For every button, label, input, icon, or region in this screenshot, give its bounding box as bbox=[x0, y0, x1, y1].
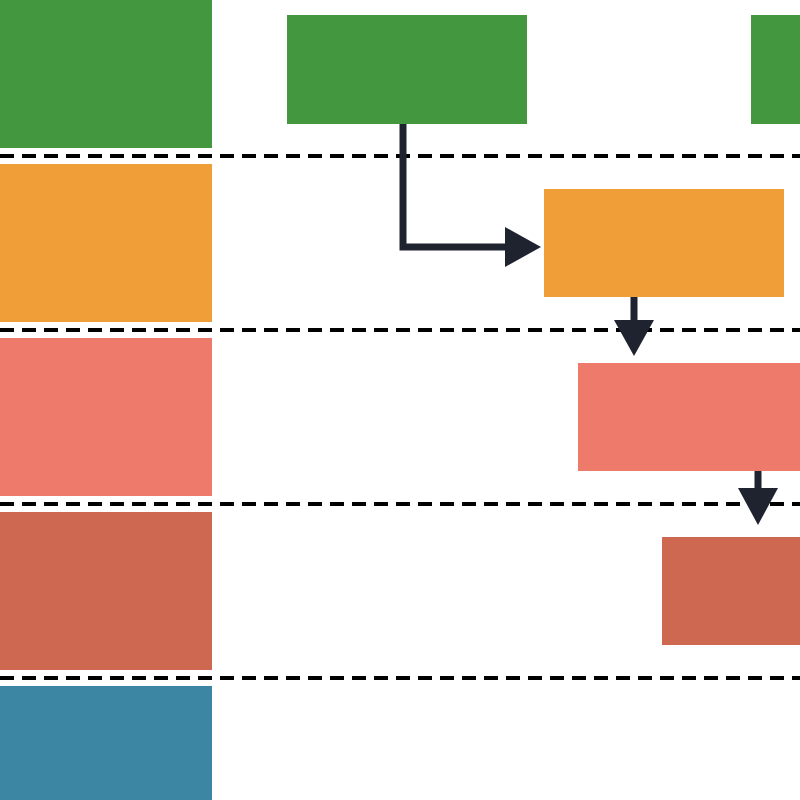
connector-d-to-e bbox=[738, 471, 778, 525]
lane-header-2 bbox=[0, 164, 212, 322]
process-node-e[interactable] bbox=[662, 537, 800, 645]
process-node-a[interactable] bbox=[287, 15, 527, 124]
lane-header-1 bbox=[0, 0, 212, 148]
connector-c-to-d bbox=[614, 297, 654, 356]
lane-header-3 bbox=[0, 338, 212, 496]
process-node-d[interactable] bbox=[578, 363, 800, 471]
process-node-c[interactable] bbox=[544, 189, 784, 297]
arrowhead-icon bbox=[614, 320, 654, 356]
arrowhead-icon bbox=[738, 488, 778, 525]
connector-a-to-c bbox=[399, 124, 541, 267]
lane-header-4 bbox=[0, 512, 212, 670]
process-node-b[interactable] bbox=[751, 15, 800, 124]
arrowhead-icon bbox=[505, 227, 541, 267]
connector-line bbox=[399, 124, 508, 251]
lane-header-5 bbox=[0, 686, 212, 800]
